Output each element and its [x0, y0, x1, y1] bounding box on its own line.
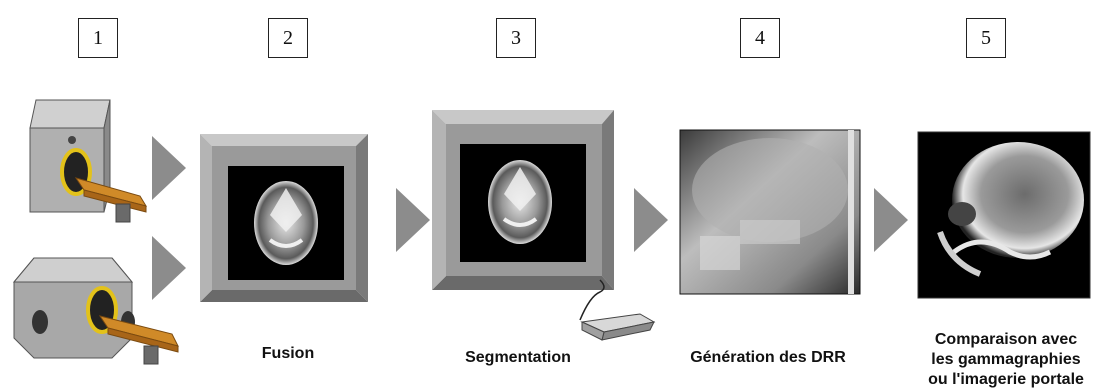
mri-scanner-icon [12, 257, 179, 365]
step-number: 3 [511, 26, 521, 49]
fusion-monitor [200, 134, 368, 302]
arrow-icon [874, 188, 908, 252]
arrow-icon [152, 136, 186, 200]
step-number-box: 5 [966, 18, 1006, 58]
mouse-icon [580, 313, 656, 341]
drr-image [679, 129, 861, 295]
step-number-box: 1 [78, 18, 118, 58]
segmentation-monitor [432, 110, 614, 290]
caption-line: les gammagraphies [931, 351, 1081, 368]
arrow-icon [396, 188, 430, 252]
step-number: 2 [283, 26, 293, 49]
step-caption: Segmentation [465, 349, 571, 366]
caption-line: Comparaison avec [934, 331, 1078, 348]
xray-skull-image [917, 131, 1091, 299]
step-number-box: 3 [496, 18, 536, 58]
step-caption: Fusion [261, 345, 315, 362]
ct-scanner-icon [29, 99, 148, 223]
step-caption: Génération des DRR [690, 349, 846, 366]
step-number: 4 [755, 26, 765, 49]
arrow-icon [634, 188, 668, 252]
step-number-box: 4 [740, 18, 780, 58]
caption-line: ou l'imagerie portale [928, 371, 1084, 388]
step-number: 1 [93, 26, 103, 49]
step-number: 5 [981, 26, 991, 49]
step-number-box: 2 [268, 18, 308, 58]
arrow-icon [152, 236, 186, 300]
step-caption-multiline: Comparaison avec les gammagraphies ou l'… [906, 330, 1106, 390]
